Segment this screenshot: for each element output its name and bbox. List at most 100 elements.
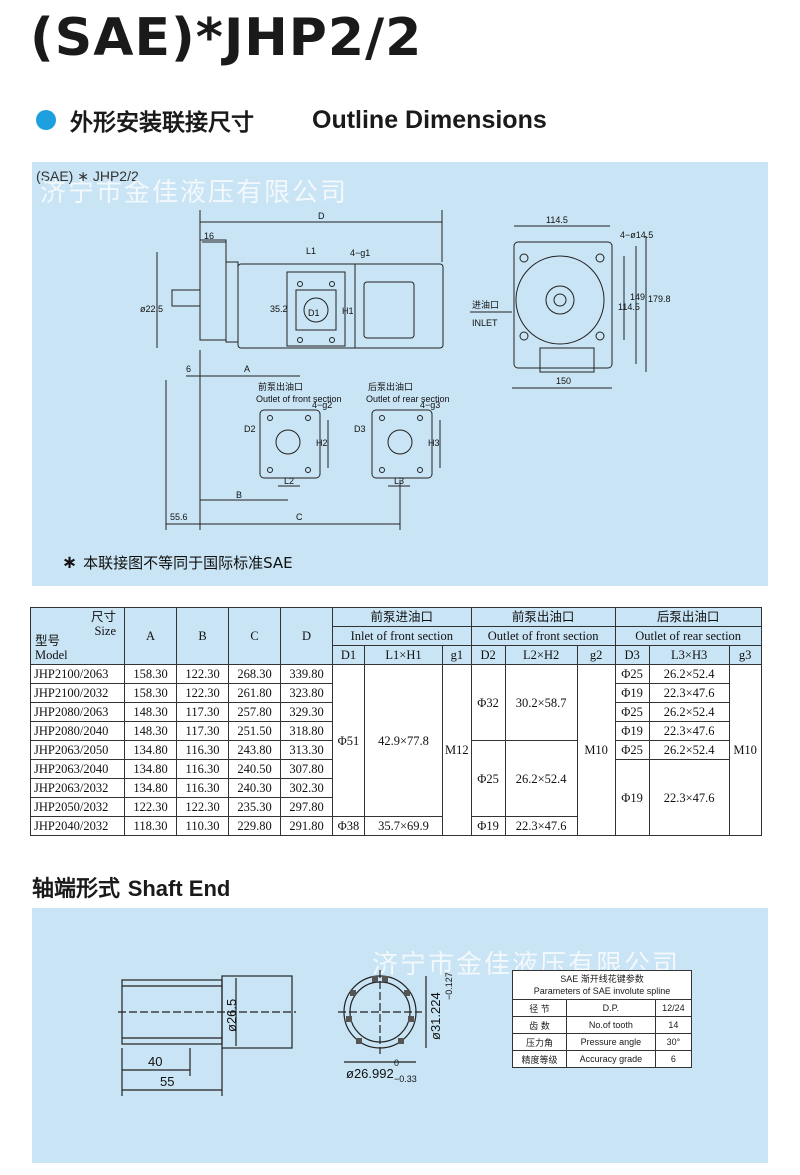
cell-B: 116.30 bbox=[176, 778, 229, 798]
spline-cell: Pressure angle bbox=[565, 1033, 656, 1051]
cell-model: JHP2080/2040 bbox=[30, 721, 125, 741]
dim-D1: D1 bbox=[308, 308, 320, 318]
cell-D: 313.30 bbox=[280, 740, 333, 760]
cell-B: 116.30 bbox=[176, 740, 229, 760]
dim-D2: D2 bbox=[244, 424, 256, 434]
dim-55: 55.6 bbox=[170, 512, 188, 522]
table-row: 径 节 D.P. 12/24 bbox=[512, 999, 693, 1017]
shaft-len-40: 40 bbox=[148, 1054, 162, 1069]
dim-35: 35.2 bbox=[270, 304, 288, 314]
page-title: (SAE)*JHP2/2 bbox=[30, 8, 423, 68]
spline-cell: 6 bbox=[654, 1050, 693, 1068]
cell-C: 261.80 bbox=[228, 683, 281, 703]
hdr-L1H1: L1×H1 bbox=[364, 645, 443, 665]
spline-cell: Accuracy grade bbox=[565, 1050, 656, 1068]
cell-L3H3: 22.3×47.6 bbox=[648, 759, 730, 836]
dim-rear-en: Outlet of rear section bbox=[366, 394, 450, 404]
cell-D1-b: Φ38 bbox=[332, 816, 365, 836]
spline-major: ø31.224 bbox=[428, 992, 443, 1040]
hdr-D: D bbox=[280, 607, 333, 665]
cell-C: 268.30 bbox=[228, 664, 281, 684]
hdr-outlet-rear-en: Outlet of rear section bbox=[614, 626, 762, 646]
dim-rear-cn: 后泵出油口 bbox=[368, 381, 413, 392]
dim-g2: 4−g2 bbox=[312, 400, 332, 410]
dim-6: 6 bbox=[186, 364, 191, 374]
cell-L2H2-c: 22.3×47.6 bbox=[504, 816, 578, 836]
shaft-heading-cn: 轴端形式 bbox=[32, 877, 121, 902]
dim-D: D bbox=[318, 211, 325, 221]
cell-A: 134.80 bbox=[124, 740, 177, 760]
hdr-outlet-front-cn: 前泵出油口 bbox=[470, 607, 616, 627]
table-row: JHP2100/2032 158.30 122.30 261.80 323.80… bbox=[30, 683, 762, 703]
hdr-outlet-front-en: Outlet of front section bbox=[470, 626, 616, 646]
table-row: 精度等级 Accuracy grade 6 bbox=[512, 1050, 693, 1068]
spline-title-cn: SAE 渐开线花键参数 bbox=[560, 974, 644, 984]
dim-front-en: Outlet of front section bbox=[256, 394, 342, 404]
inlet-cn: 进油口 bbox=[472, 299, 499, 310]
shaft-len-55: 55 bbox=[160, 1074, 174, 1089]
cell-C: 229.80 bbox=[228, 816, 281, 836]
cell-model: JHP2100/2063 bbox=[30, 664, 125, 684]
bullet-dot-icon bbox=[36, 110, 56, 130]
dim-L2: L2 bbox=[284, 476, 294, 486]
hdr-L2H2: L2×H2 bbox=[504, 645, 578, 665]
table-row: JHP2040/2032 118.30 110.30 229.80 291.80… bbox=[30, 816, 762, 836]
cell-C: 251.50 bbox=[228, 721, 281, 741]
outline-section-heading: 外形安装联接尺寸 Outline Dimensions bbox=[36, 103, 547, 137]
shaft-diameter: ø26.5 bbox=[224, 999, 239, 1032]
spline-cell: 径 节 bbox=[512, 999, 567, 1017]
dim-C: C bbox=[296, 512, 303, 522]
dim-v179: 179.8 bbox=[648, 294, 671, 304]
cell-A: 158.30 bbox=[124, 664, 177, 684]
cell-D3: Φ25 bbox=[614, 702, 650, 722]
spline-minor-tol-top: 0 bbox=[394, 1058, 399, 1068]
cell-L3H3: 26.2×52.4 bbox=[648, 702, 730, 722]
dim-v149: 149 bbox=[630, 292, 645, 302]
spline-cell: 压力角 bbox=[512, 1033, 567, 1051]
table-row: JHP2100/2063 158.30 122.30 268.30 339.80… bbox=[30, 664, 762, 836]
spline-params-table: SAE 渐开线花键参数 Parameters of SAE involute s… bbox=[512, 970, 693, 1068]
cell-A: 158.30 bbox=[124, 683, 177, 703]
spline-cell: 30° bbox=[654, 1033, 693, 1051]
cell-D3: Φ25 bbox=[614, 664, 650, 684]
spline-cell: 12/24 bbox=[654, 999, 693, 1017]
cell-B: 122.30 bbox=[176, 683, 229, 703]
dim-front-cn: 前泵出油口 bbox=[258, 381, 303, 392]
dim-16: 16 bbox=[204, 231, 214, 241]
table-row: JHP2063/2032 134.80 116.30 240.30 302.30 bbox=[30, 778, 762, 798]
dim-bolt: 4−ø14.5 bbox=[620, 230, 653, 240]
cell-C: 235.30 bbox=[228, 797, 281, 817]
cell-B: 117.30 bbox=[176, 702, 229, 722]
cell-model: JHP2050/2032 bbox=[30, 797, 125, 817]
dim-D3: D3 bbox=[354, 424, 366, 434]
dim-v114: 114.5 bbox=[618, 302, 640, 312]
table-row: 压力角 Pressure angle 30° bbox=[512, 1033, 693, 1051]
dim-shaft: ø22.5 bbox=[140, 304, 163, 314]
hdr-L3H3: L3×H3 bbox=[648, 645, 730, 665]
hdr-g1: g1 bbox=[442, 645, 472, 665]
spline-minor: ø26.992 bbox=[346, 1066, 394, 1081]
dim-A: A bbox=[244, 364, 250, 374]
cell-model: JHP2100/2032 bbox=[30, 683, 125, 703]
cell-B: 122.30 bbox=[176, 797, 229, 817]
outline-drawing: D 16 L1 4−g1 35.2 D1 H1 ø22.5 6 A 前泵出油口 … bbox=[140, 210, 671, 530]
outline-heading-en: Outline Dimensions bbox=[312, 105, 547, 134]
spline-cell: D.P. bbox=[565, 999, 656, 1017]
table-row: JHP2080/2063 148.30 117.30 257.80 329.30… bbox=[30, 702, 762, 722]
table-row: JHP2050/2032 122.30 122.30 235.30 297.80 bbox=[30, 797, 762, 817]
dim-H3: H3 bbox=[428, 438, 440, 448]
cell-D: 307.80 bbox=[280, 759, 333, 779]
table-row: JHP2080/2040 148.30 117.30 251.50 318.80… bbox=[30, 721, 762, 741]
cell-D: 339.80 bbox=[280, 664, 333, 684]
dim-H1: H1 bbox=[342, 306, 354, 316]
cell-L1H1-b: 35.7×69.9 bbox=[364, 816, 443, 836]
hdr-model-cn: 型号 bbox=[35, 634, 61, 648]
spline-title-en: Parameters of SAE involute spline bbox=[533, 986, 671, 996]
hdr-size-en: Size bbox=[94, 624, 116, 638]
dim-L3: L3 bbox=[394, 476, 404, 486]
dim-B: B bbox=[236, 490, 242, 500]
note-mark: ∗ bbox=[62, 552, 78, 573]
